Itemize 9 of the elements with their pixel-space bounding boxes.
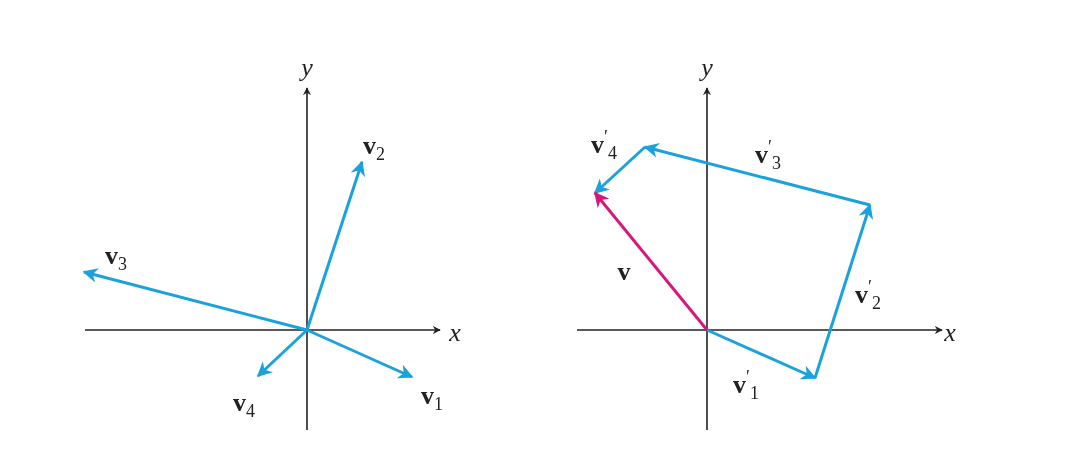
axis-label: y: [301, 55, 313, 81]
vector-label: v$_{1}$: [421, 382, 443, 414]
vector-label: v$_{4}$: [233, 389, 255, 421]
axis-label: y: [701, 55, 713, 81]
vector-label: v$_{2}$: [363, 132, 385, 164]
vector-label: v$_{3}$: [105, 242, 127, 274]
axis-label: x: [944, 320, 956, 346]
vector-label: v: [617, 259, 631, 285]
axis-label: x: [449, 320, 461, 346]
